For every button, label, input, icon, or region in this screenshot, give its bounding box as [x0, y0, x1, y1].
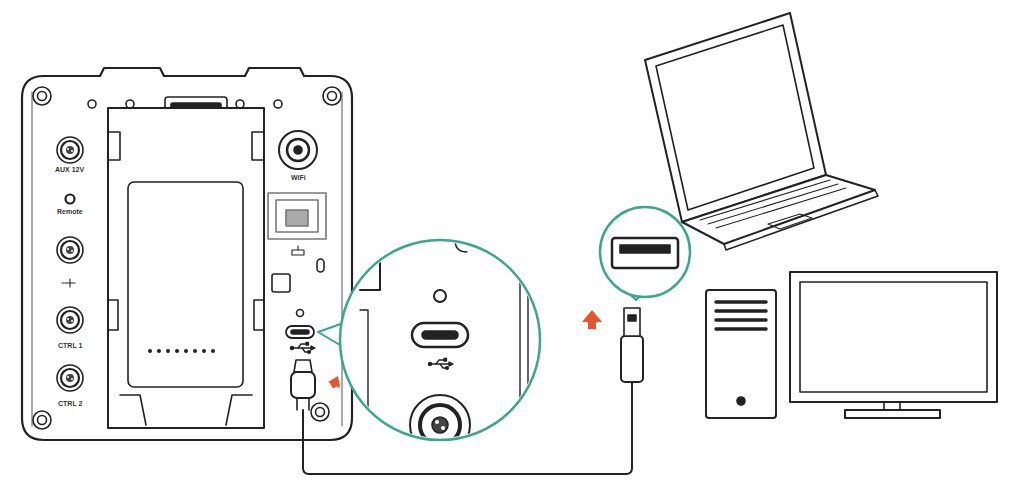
- port-label: CTRL 2: [58, 400, 82, 407]
- port-label: CTRL 1: [58, 342, 82, 349]
- port-label: WiFi: [291, 174, 306, 181]
- port-label: AUX 12V: [55, 166, 84, 173]
- port-label: Remote: [57, 208, 83, 215]
